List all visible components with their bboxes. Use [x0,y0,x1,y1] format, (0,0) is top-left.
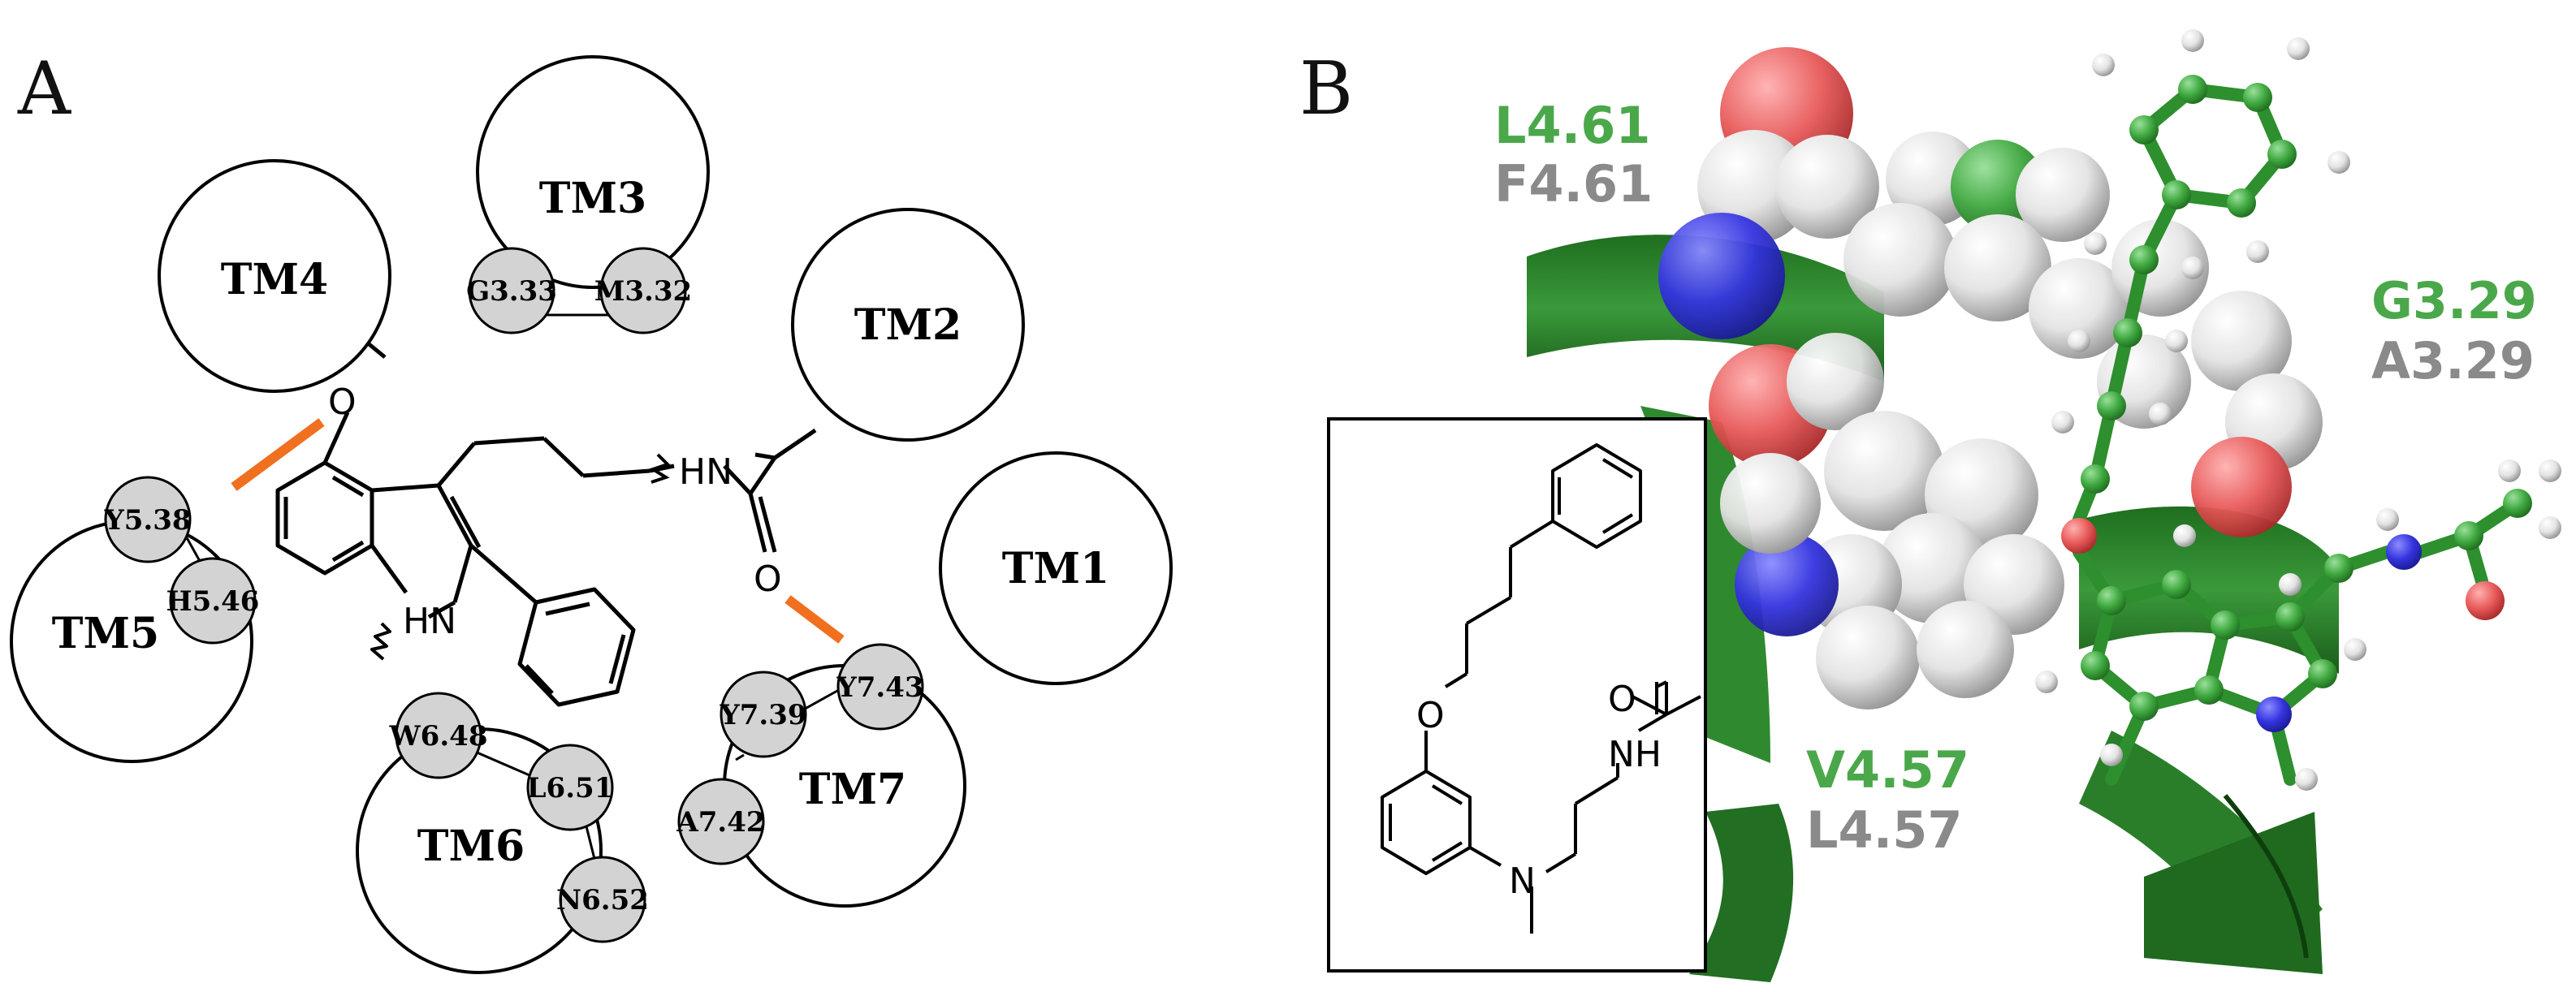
ball-and-stick-ligand [2035,29,2561,791]
panel-b: B [1299,29,2561,982]
residue-g333: G3.33 [466,275,557,308]
tm2-label: TM2 [854,300,962,350]
inset-atom-labels: O O NH N [1416,679,1662,902]
label-f461: F4.61 [1494,154,1653,213]
residue-m332: M3.32 [594,275,692,308]
inset-structure: O O NH N [1327,417,1707,973]
label-a329: A3.29 [2371,331,2535,390]
residue-labels-b: L4.61 F4.61 G3.29 A3.29 V4.57 L4.57 [1494,96,2537,860]
tm4-label: TM4 [221,255,328,304]
tm7-label: TM7 [799,765,906,814]
tm1-circle [939,451,1173,685]
label-l461: L4.61 [1494,96,1650,155]
residue-w648: W6.48 [389,720,488,753]
panel-b-letter: B [1299,46,1353,132]
atom-o-right: O [754,559,782,600]
residue-y538: Y5.38 [103,504,191,537]
amide-wavy [649,453,671,484]
ribbon-helix [1527,235,2339,982]
residue-circles [104,247,924,943]
inset-nh: NH [1608,734,1662,775]
hbond-lines [231,418,845,644]
tm3-label: TM3 [539,174,646,223]
tm2-circle [791,208,1025,442]
residue-n652: N6.52 [556,884,649,917]
residue-h546: H5.46 [166,585,260,618]
panel-a: A TM3 TM4 TM2 TM1 TM5 TM6 TM7 [10,46,1173,974]
label-v457: V4.57 [1806,740,1969,800]
space-filling-residues [1658,47,2323,709]
atom-nh-indole: HN [403,601,456,642]
tm3-circle [476,55,710,289]
tm4-circle [158,159,391,393]
label-l457: L4.57 [1806,800,1962,860]
residue-l651: L6.51 [527,772,614,804]
label-g329: G3.29 [2371,271,2537,330]
residue-labels: G3.33 M3.32 Y5.38 H5.46 W6.48 L6.51 N6.5… [103,275,923,917]
tm6-label: TM6 [417,822,525,871]
ligand-atom-labels: O O HN HN [328,382,782,642]
ligand-structure [275,341,817,707]
residue-links [179,313,845,860]
inset-o-carbonyl: O [1608,679,1636,720]
residue-a742: A7.42 [676,806,765,839]
inset-o-ether: O [1416,695,1445,736]
inset-n: N [1509,860,1536,902]
tm5-label: TM5 [52,609,159,658]
helix-labels: TM3 TM4 TM2 TM1 TM5 TM6 TM7 [52,174,1109,871]
panel-a-letter: A [17,46,71,132]
atom-nh-amide: HN [679,451,733,493]
residue-y743: Y7.43 [836,671,923,704]
tm1-label: TM1 [1002,544,1109,593]
residue-y739: Y7.39 [719,699,806,731]
atom-o-top: O [328,382,357,423]
